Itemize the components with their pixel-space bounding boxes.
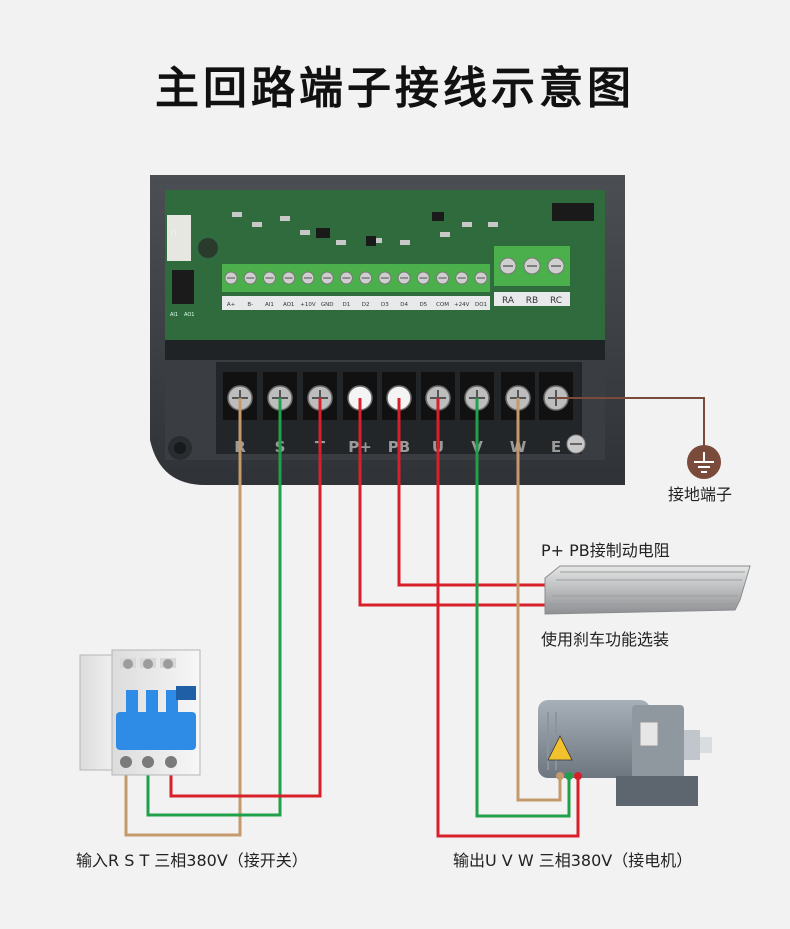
relay-terminal-label: RA [502, 296, 515, 306]
control-terminal-label: AO1 [283, 302, 295, 308]
connector-header [167, 215, 191, 261]
control-terminal-label: D2 [362, 302, 370, 308]
control-terminal-label: +10V [300, 302, 316, 308]
input-label: 输入R S T 三相380V（接开关） [76, 851, 308, 870]
motor [538, 700, 712, 806]
control-terminal-label: COM [436, 302, 449, 308]
wire-p-plus [358, 398, 545, 607]
control-terminal-label: DO1 [475, 302, 487, 308]
control-terminal-label: +24V [454, 302, 470, 308]
brake-option-note: 使用刹车功能选装 [541, 630, 669, 649]
relay-terminal-label: RC [550, 296, 562, 306]
brake-resistor-label: P+ PB接制动电阻 [541, 541, 670, 560]
circuit-breaker [79, 649, 201, 776]
control-terminal-label: D4 [400, 302, 408, 308]
page-title: 主回路端子接线示意图 [155, 63, 635, 114]
board-mark-ai1: AI1 [170, 312, 178, 318]
pcb-component [198, 238, 218, 258]
jumper-header [172, 270, 194, 304]
control-terminal-label: D3 [381, 302, 389, 308]
braking-resistor [544, 565, 751, 615]
terminal-label-e: E [551, 438, 561, 456]
output-label: 输出U V W 三相380V（接电机） [453, 851, 692, 870]
wire-v [475, 398, 571, 818]
wire-s [146, 398, 282, 817]
wire-u [436, 398, 580, 838]
board-mark-t1: T1 [169, 230, 178, 237]
wire-t [169, 398, 322, 798]
wire-pb [397, 398, 545, 587]
wire-r [124, 398, 242, 837]
warning-icon [547, 735, 573, 761]
control-terminal-label: A+ [227, 302, 236, 308]
wire-e [556, 397, 705, 446]
wire-w [516, 398, 562, 802]
ground-terminal-label: 接地端子 [668, 485, 732, 504]
control-terminal-label: D1 [343, 302, 351, 308]
wires [124, 397, 705, 838]
breaker-handles [116, 712, 196, 750]
board-mark-ao1: AO1 [184, 312, 194, 318]
control-terminal-label: AI1 [265, 302, 274, 308]
ground-icon [687, 445, 721, 479]
relay-terminal-label: RB [526, 296, 538, 306]
control-terminal-block [222, 264, 490, 292]
control-terminal-label: D5 [419, 302, 427, 308]
control-terminal-label: GND [321, 302, 334, 308]
control-terminal-label: B- [247, 302, 253, 308]
